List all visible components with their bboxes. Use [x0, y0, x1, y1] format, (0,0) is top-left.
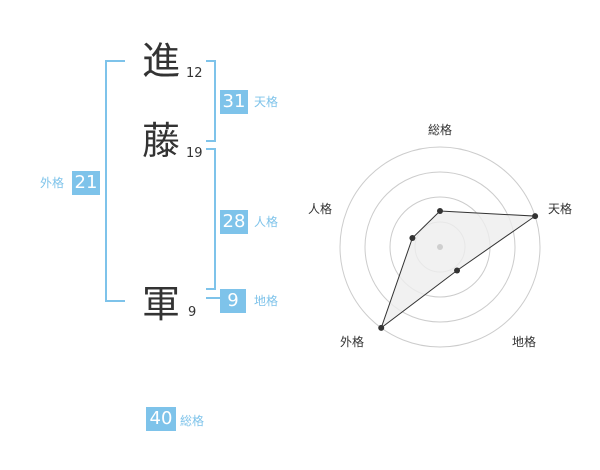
- radar-point-jinkaku: [409, 235, 416, 242]
- tenkaku-bracket: [206, 60, 216, 142]
- name-char-3: 軍: [142, 282, 181, 326]
- radar-label-top: 総格: [428, 122, 452, 137]
- tenkaku-value: 31: [220, 90, 248, 114]
- jinkaku-label: 人格: [254, 215, 279, 229]
- soukaku-value: 40: [146, 407, 176, 431]
- soukaku-label: 総格: [180, 414, 205, 428]
- radar-points: [378, 208, 539, 331]
- chikaku-label: 地格: [254, 294, 279, 308]
- jinkaku-value: 28: [220, 210, 248, 234]
- name-char-3-strokes: 9: [188, 305, 197, 320]
- name-char-2-strokes: 19: [186, 146, 203, 161]
- chikaku-value: 9: [220, 289, 246, 313]
- name-char-1: 進: [142, 39, 181, 83]
- radar-ring: [364, 171, 516, 323]
- jinkaku-bracket: [206, 148, 216, 290]
- tenkaku-label: 天格: [254, 95, 279, 109]
- radar-label-bottom-left: 外格: [340, 334, 364, 349]
- name-char-2: 藤: [142, 119, 181, 163]
- gaikaku-label: 外格: [40, 176, 65, 190]
- radar-point-soukaku: [437, 208, 443, 214]
- radar-label-bottom-right: 地格: [512, 334, 536, 349]
- name-char-1-strokes: 12: [186, 66, 203, 81]
- gaikaku-value: 21: [72, 171, 100, 195]
- radar-point-chikaku: [454, 267, 461, 274]
- gaikaku-bracket: [105, 60, 125, 302]
- radar-point-tenkaku: [532, 213, 539, 220]
- radar-ring: [339, 146, 541, 348]
- chikaku-connector: [206, 297, 220, 299]
- radar-point-gaikaku: [378, 324, 385, 331]
- radar-label-right: 天格: [548, 201, 572, 216]
- radar-label-left: 人格: [308, 201, 332, 216]
- radar-center-dot: [437, 244, 443, 250]
